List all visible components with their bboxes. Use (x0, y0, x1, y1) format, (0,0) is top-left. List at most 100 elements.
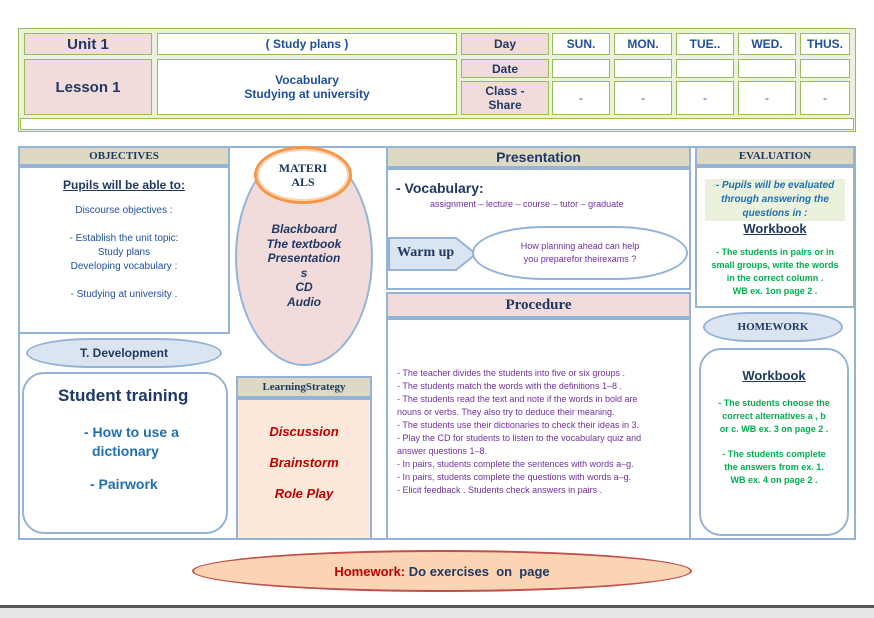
td-item2: - Pairwork (90, 476, 158, 492)
evaluation-intro: - Pupils will be evaluated through answe… (705, 179, 845, 221)
homework-cloud: HOMEWORK (703, 312, 843, 342)
vocab-label: - Vocabulary: (396, 180, 484, 196)
learning-strategy-title: LearningStrategy (236, 376, 372, 398)
topic-line1: Vocabulary (275, 73, 339, 87)
page-bottom-divider (0, 605, 874, 608)
procedure-step: - The students use their dictionaries to… (397, 420, 639, 430)
materials-title-a: MATERI (278, 161, 328, 175)
evaluation-text3: in the correct column . (726, 273, 824, 283)
evaluation-text4: WB ex. 1on page 2 . (732, 286, 818, 296)
homework-box: Workbook - The students choose the corre… (699, 348, 849, 536)
lesson-topic: Vocabulary Studying at university (157, 59, 457, 115)
material-item: Blackboard (271, 222, 337, 236)
evaluation-text1: - The students in pairs or in (715, 247, 834, 257)
page-bottom-shade (0, 608, 874, 618)
day-wed: WED. (738, 33, 796, 55)
homework-text-a: - The students choose the correct altern… (701, 397, 847, 436)
day-tue: TUE.. (676, 33, 734, 55)
homework-footer-text: Do exercises on page (405, 563, 550, 579)
date-wed[interactable] (738, 59, 796, 78)
td-item1-b: dictionary (92, 443, 159, 459)
objectives-box: Pupils will be able to: Discourse object… (18, 166, 230, 334)
material-item: The textbook (266, 236, 342, 251)
evaluation-text: - The students in pairs or in small grou… (697, 246, 853, 298)
day-label: Day (461, 33, 549, 55)
procedure-step: - The students read the text and note if… (397, 394, 638, 404)
materials-title-ellipse: MATERI ALS (254, 146, 352, 204)
material-item: CD (295, 280, 313, 294)
procedure-step: - Elicit feedback . Students check answe… (397, 485, 603, 495)
day-mon: MON. (614, 33, 672, 55)
homework-text4: - The students complete (722, 449, 826, 459)
procedure-step: - The teacher divides the students into … (397, 368, 625, 378)
warm-up-question-cloud: How planning ahead can help you preparef… (472, 226, 688, 280)
procedure-step: - Play the CD for students to listen to … (397, 433, 642, 443)
strategy-brainstorm: Brainstorm (269, 455, 339, 470)
t-development-box: Student training - How to use a dictiona… (22, 372, 228, 534)
material-item: s (300, 265, 308, 280)
day-thu: THUS. (800, 33, 850, 55)
t-development-cloud: T. Development (26, 338, 222, 368)
objectives-line4: Developing vocabulary : (70, 261, 178, 272)
homework-text5: the answers from ex. 1. (724, 462, 824, 472)
date-label: Date (461, 59, 549, 78)
class-share-sun: - (552, 81, 610, 115)
homework-text1: - The students choose the (718, 398, 830, 408)
evaluation-intro1: - Pupils will be evaluated (715, 180, 835, 191)
homework-footer-ellipse: Homework: Do exercises on page (192, 550, 692, 592)
procedure-step: answer questions 1–8. (397, 446, 488, 456)
student-training-heading: Student training (58, 386, 189, 405)
warm-up-label: Warm up (397, 245, 455, 260)
class-share-wed: - (738, 81, 796, 115)
material-item: Presentation (267, 251, 341, 265)
evaluation-box: - Pupils will be evaluated through answe… (695, 166, 855, 308)
class-share-tue: - (676, 81, 734, 115)
evaluation-text2: small groups, write the words (711, 260, 839, 270)
homework-text2: correct alternatives a , b (722, 411, 826, 421)
lesson-label: Lesson 1 (24, 59, 152, 115)
class-share-thu: - (800, 81, 850, 115)
homework-text6: WB ex. 4 on page 2 . (730, 475, 818, 485)
procedure-step: nouns or verbs. They also try to deduce … (397, 407, 615, 417)
homework-text-b: - The students complete the answers from… (701, 448, 847, 487)
procedure-steps: - The teacher divides the students into … (397, 367, 687, 497)
evaluation-intro2: through answering the (721, 194, 829, 205)
date-sun[interactable] (552, 59, 610, 78)
evaluation-title: EVALUATION (695, 146, 855, 166)
warm-up-q1: How planning ahead can help (520, 241, 640, 251)
warm-up-q2: you preparefor theirexams ? (523, 254, 637, 264)
learning-strategy-box: Discussion Brainstorm Role Play (236, 398, 372, 540)
objectives-title: OBJECTIVES (18, 146, 230, 166)
materials-title-b: ALS (291, 175, 315, 189)
evaluation-workbook: Workbook (743, 221, 807, 236)
evaluation-intro3: questions in : (742, 208, 808, 219)
homework-workbook: Workbook (742, 368, 806, 383)
date-thu[interactable] (800, 59, 850, 78)
day-sun: SUN. (552, 33, 610, 55)
header-bottom-strip (20, 118, 854, 130)
warm-up-arrow (388, 237, 478, 271)
objectives-intro: Pupils will be able to: (62, 178, 185, 192)
date-mon[interactable] (614, 59, 672, 78)
homework-text3: or c. WB ex. 3 on page 2 . (719, 424, 829, 434)
objectives-line3: Study plans (97, 247, 151, 258)
vocab-words: assignment – lecture – course – tutor – … (430, 199, 624, 209)
strategy-role-play: Role Play (274, 486, 334, 501)
unit-label: Unit 1 (24, 33, 152, 55)
topic-line2: Studying at university (244, 87, 370, 101)
procedure-box: - The teacher divides the students into … (386, 318, 691, 540)
study-plans: ( Study plans ) (157, 33, 457, 55)
objectives-line2: - Establish the unit topic: (69, 233, 179, 244)
presentation-title: Presentation (386, 146, 691, 168)
objectives-line5: - Studying at university . (70, 289, 178, 300)
td-item1-a: - How to use a (84, 424, 179, 440)
objectives-line1: Discourse objectives : (75, 205, 173, 216)
materials-list: Blackboard The textbook Presentation s C… (250, 222, 358, 309)
date-tue[interactable] (676, 59, 734, 78)
material-item: Audio (287, 294, 321, 309)
procedure-title: Procedure (386, 292, 691, 318)
class-share-mon: - (614, 81, 672, 115)
homework-footer-label: Homework: (334, 563, 406, 579)
procedure-step: - In pairs, students complete the senten… (397, 459, 634, 469)
class-share-label: Class - Share (461, 81, 549, 115)
